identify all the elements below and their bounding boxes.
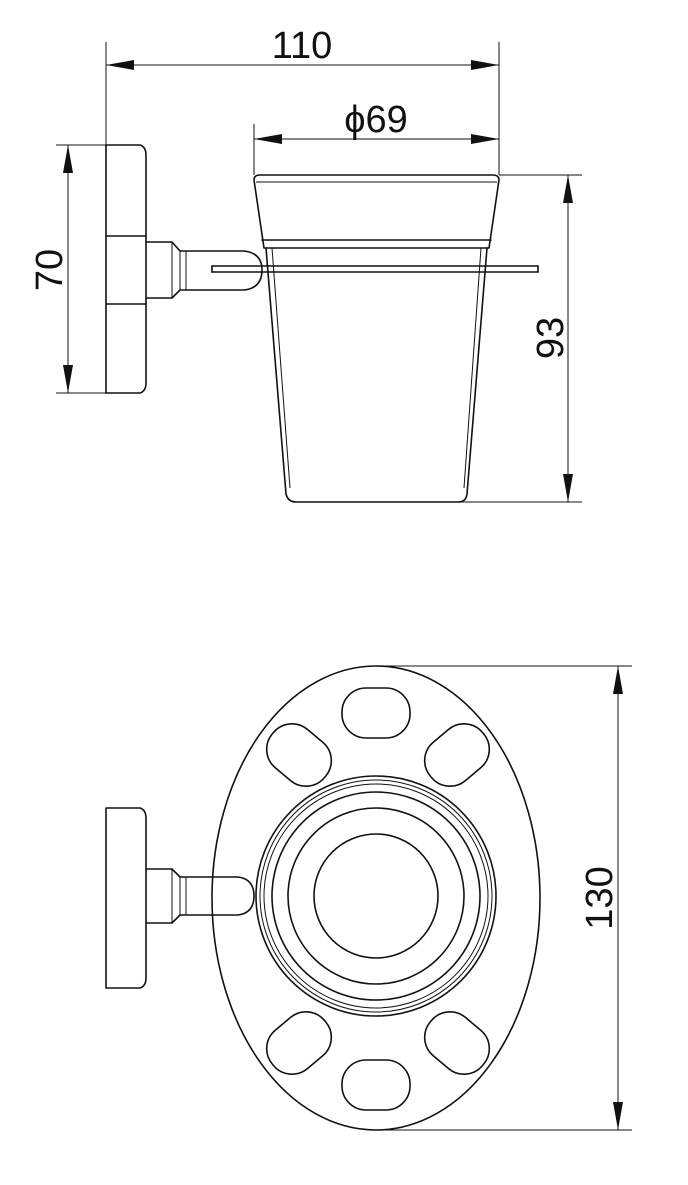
toothbrush-slot <box>423 1011 491 1075</box>
side-view: 110 ϕ69 70 93 <box>29 25 582 503</box>
holder-arm-side <box>145 241 263 299</box>
toothbrush-slot <box>341 687 411 739</box>
toothbrush-slots <box>265 687 491 1111</box>
dimension-cup-diameter: ϕ69 <box>253 99 500 175</box>
cup-side <box>253 174 500 503</box>
wall-plate-top <box>105 807 255 989</box>
cup-top <box>255 775 497 1017</box>
toothbrush-slot <box>265 1011 333 1075</box>
toothbrush-slot <box>341 1059 411 1111</box>
cup-height-label: 93 <box>530 317 572 359</box>
dimension-plate-height: 70 <box>29 144 106 394</box>
overall-width-label: 110 <box>272 25 333 67</box>
plate-height-label: 70 <box>29 249 71 291</box>
dimension-overall-width: 110 <box>105 25 500 175</box>
dimension-holder-height: 130 <box>376 665 632 1131</box>
top-view: 130 <box>105 665 632 1131</box>
wall-plate-side <box>105 144 147 394</box>
dimension-cup-height: 93 <box>458 174 582 503</box>
holder-height-label: 130 <box>579 866 621 929</box>
ring-side <box>211 265 539 273</box>
cup-diameter-label: ϕ69 <box>344 99 408 141</box>
toothbrush-slot <box>265 723 333 787</box>
toothbrush-slot <box>423 723 491 787</box>
